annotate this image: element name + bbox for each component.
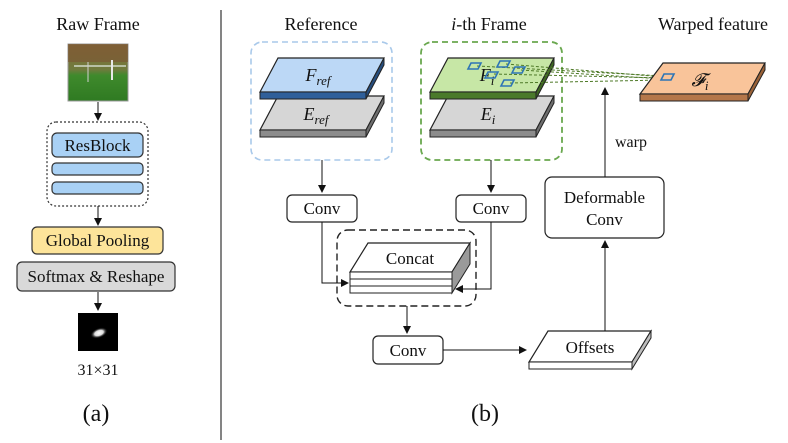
global-pooling-box (31, 226, 164, 255)
conv-bottom-label: Conv (390, 341, 427, 360)
warp-label: warp (615, 134, 647, 151)
resblock-layer-2 (51, 162, 144, 176)
warped-sample-marker (659, 73, 676, 81)
reference-title: Reference (285, 14, 358, 34)
concat-layer: Concat (348, 241, 472, 295)
panel-a: Raw Frame ResBlock Global Pooling Softma… (16, 14, 176, 427)
f-ref-layer: Fref (259, 57, 385, 100)
e-ref-layer: Eref (259, 95, 385, 138)
concat-label: Concat (386, 249, 434, 268)
deformable-sample-markers (466, 60, 527, 87)
ith-frame-group-border (420, 41, 563, 161)
offsets-label: Offsets (566, 338, 615, 357)
caption-b: (b) (471, 401, 499, 427)
kernel-image (78, 313, 118, 351)
kernel-size-label: 31×31 (77, 362, 118, 379)
deformable-conv-line1: Deformable (564, 188, 645, 207)
e-i-layer: Ei (429, 95, 555, 138)
resblock-label: ResBlock (64, 136, 131, 155)
softmax-reshape-label: Softmax & Reshape (28, 267, 165, 286)
reference-group-border (250, 41, 393, 161)
deformable-conv-line2: Conv (586, 210, 623, 229)
concat-group-border (336, 229, 477, 307)
warped-feature-title: Warped feature (658, 14, 768, 34)
raw-frame-title: Raw Frame (56, 14, 139, 34)
svg-text:Fref: Fref (305, 65, 333, 88)
deformable-sampling-lines (476, 63, 665, 84)
resblock-layer-3 (51, 181, 144, 195)
svg-text:Eref: Eref (303, 104, 331, 127)
caption-a: (a) (83, 401, 110, 427)
panel-b: Reference i-th Frame Warped feature Eref… (250, 14, 768, 427)
raw-frame-image (67, 43, 129, 102)
svg-text:Ei: Ei (480, 104, 496, 127)
warped-feature-layer: 𝓕i (638, 62, 767, 102)
resblock-box (51, 132, 144, 158)
conv-right-label: Conv (473, 199, 510, 218)
conv-left-label: Conv (304, 199, 341, 218)
global-pooling-label: Global Pooling (46, 231, 150, 250)
offsets-layer: Offsets (527, 329, 653, 371)
softmax-reshape-box (16, 261, 176, 292)
resblock-group: ResBlock (46, 121, 149, 207)
svg-text:Fi: Fi (479, 65, 495, 88)
ith-frame-title: i-th Frame (451, 14, 527, 34)
